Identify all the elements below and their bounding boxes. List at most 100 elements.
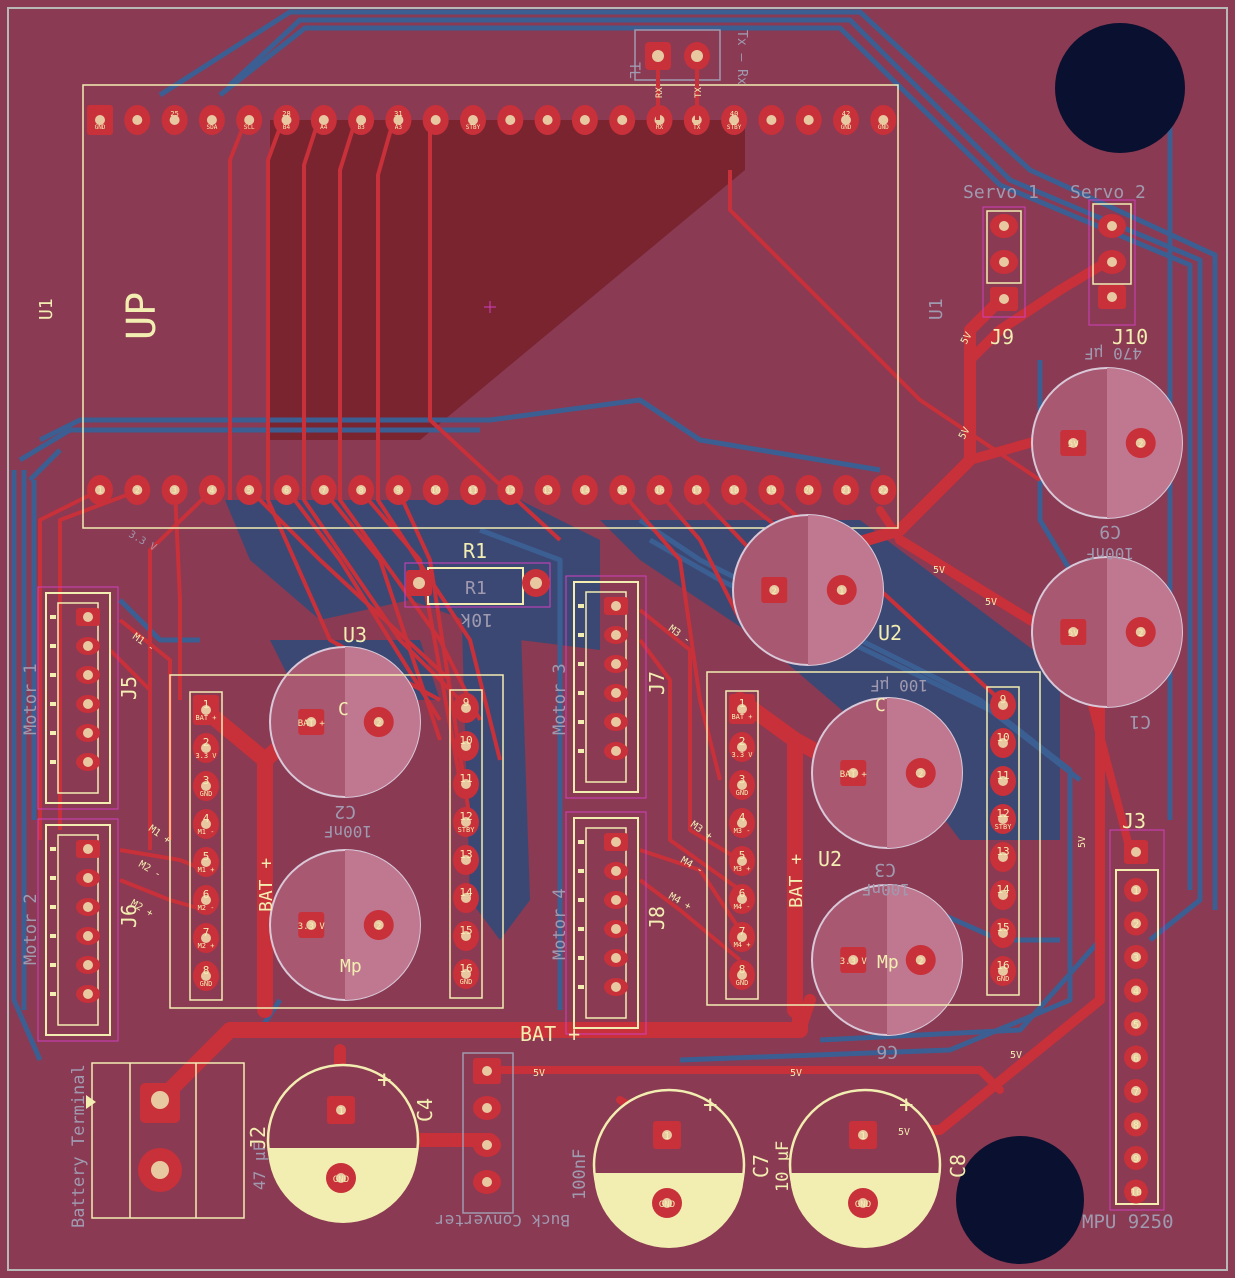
driver-pin xyxy=(729,694,755,724)
mpu-pin-0 xyxy=(1124,840,1148,864)
esp32-bottom-pin-drill xyxy=(356,485,367,495)
driver-pin-label: M1 - xyxy=(198,828,215,836)
driver-pin xyxy=(990,690,1016,720)
motor-4-connector-pin-mark xyxy=(578,927,584,931)
esp32-bottom-pin xyxy=(646,475,673,505)
esp32-bottom-pin xyxy=(87,475,113,505)
capacitor-c5-pin2-label: 1 xyxy=(839,587,844,597)
driver-pin-drill xyxy=(737,742,747,752)
mp-left-label: Mp xyxy=(340,956,362,977)
board-edge xyxy=(7,7,1228,1271)
esp32-top-pin xyxy=(273,105,300,135)
motor-3-connector-pin-drill xyxy=(611,746,621,756)
driver-pin-number: 14 xyxy=(996,883,1010,896)
esp32-bottom-pin xyxy=(534,475,561,505)
esp32-bottom-pin xyxy=(795,475,822,505)
mpu-pin xyxy=(1124,1179,1148,1204)
mpu-label: MPU 9250 xyxy=(1082,1211,1174,1233)
driver-pin xyxy=(990,918,1016,948)
driver-pin-label: STBY xyxy=(995,823,1013,831)
capacitor-c8-pad2-drill xyxy=(858,1198,868,1208)
battery-terminal-j2 xyxy=(86,1062,245,1219)
capacitor-c6-pad2 xyxy=(905,945,936,975)
capacitor-c3-pin1-label: BAT + xyxy=(840,770,868,780)
mpu-pin xyxy=(1124,945,1148,969)
c9-label: C9 xyxy=(1099,521,1121,542)
servo-2-label: Servo 2 xyxy=(1070,182,1146,203)
j8-label: J8 xyxy=(645,906,669,930)
tl-label: TL xyxy=(626,62,642,79)
motor-4-connector-pin xyxy=(604,949,628,967)
driver-pin-label: BAT + xyxy=(195,714,216,722)
mpu-pin xyxy=(1124,1146,1148,1170)
capacitor-c7-pad1-drill xyxy=(662,1130,672,1140)
driver-pin-drill xyxy=(201,743,211,753)
driver-pin-drill xyxy=(737,932,747,942)
mpu-pin-number: 2 xyxy=(1133,920,1139,931)
driver-pin-drill xyxy=(461,893,471,903)
mpu-pin-number: 7 xyxy=(1133,1087,1139,1098)
esp32-bottom-pin xyxy=(310,475,337,505)
esp32-bottom-pin xyxy=(683,475,710,505)
trace-label-5v-g: 5V xyxy=(959,331,975,347)
esp32-top-pin-drill xyxy=(206,115,217,125)
driver-pin xyxy=(990,804,1016,834)
mp-right-label: Mp xyxy=(877,952,899,973)
esp32-top-pin-drill xyxy=(505,115,516,125)
driver-pin-drill xyxy=(461,741,471,751)
esp32-bottom-pin-number: 13 xyxy=(543,486,553,495)
esp32-top-pin-drill xyxy=(430,115,441,125)
driver-pin-drill xyxy=(998,966,1008,976)
esp32-bottom-pin-number: 7 xyxy=(321,486,326,495)
driver-pin-number: 8 xyxy=(739,963,746,976)
motor-1-connector-pin-mark xyxy=(50,615,56,619)
esp32-bottom-pin-number: 2 xyxy=(135,486,140,495)
driver-pin-number: 16 xyxy=(996,959,1009,972)
esp32-bottom-pin xyxy=(273,475,300,505)
driver-pin-frame xyxy=(986,686,1020,996)
motor-3-connector-pin xyxy=(604,597,628,615)
driver-pin-label: M4 - xyxy=(734,903,751,911)
driver-pin xyxy=(193,695,219,725)
driver-pin xyxy=(990,842,1016,872)
motor-1-connector-courtyard xyxy=(37,586,119,810)
driver-pin-frame xyxy=(725,690,759,1000)
capacitor-c4-pad2-drill xyxy=(336,1173,346,1183)
esp32-bottom-pin-drill xyxy=(169,485,180,495)
driver-pin xyxy=(990,880,1016,910)
driver-u2-outline xyxy=(706,671,1041,1006)
driver-pin xyxy=(453,921,479,951)
motor-1-connector-pin xyxy=(76,724,100,742)
driver-pin-number: 7 xyxy=(739,925,746,938)
motor-2-connector-pin-drill xyxy=(83,902,93,912)
buck-converter-header xyxy=(462,1052,514,1214)
txrx-pad-2 xyxy=(684,42,710,70)
motor-4-connector-pin-drill xyxy=(611,982,621,992)
motor-1-connector-pin xyxy=(76,666,100,684)
motor-3-connector-body xyxy=(573,581,639,793)
trace-label-5v-c: 5V xyxy=(933,565,945,576)
esp32-top-pin xyxy=(385,105,412,135)
driver-pin xyxy=(729,732,755,762)
motor-3-connector-pin-mark xyxy=(578,691,584,695)
motor-1-connector-pin xyxy=(76,637,100,655)
esp32-top-pin-drill xyxy=(468,115,478,125)
esp32-top-pin-drill xyxy=(878,115,889,125)
capacitor-c7-pad2-drill xyxy=(662,1198,672,1208)
u1-right-label: U1 xyxy=(926,298,947,320)
esp32-top-pin-label: SDA xyxy=(206,124,217,131)
motor-3-connector-pin xyxy=(604,626,628,644)
capacitor-c8-pin2-label: GND xyxy=(855,1200,871,1210)
mpu-pin-number: 1 xyxy=(1133,886,1139,897)
esp32-bottom-pin-drill xyxy=(691,485,702,495)
esp32-top-pin-label: B3 xyxy=(357,124,365,131)
capacitor-c4-plus: + xyxy=(377,1066,391,1094)
capacitor-c2b-pad2-drill xyxy=(373,920,384,930)
esp32-top-pin-number: 25 xyxy=(170,110,178,118)
driver-pin xyxy=(193,733,219,763)
driver-pin-drill xyxy=(201,781,211,791)
